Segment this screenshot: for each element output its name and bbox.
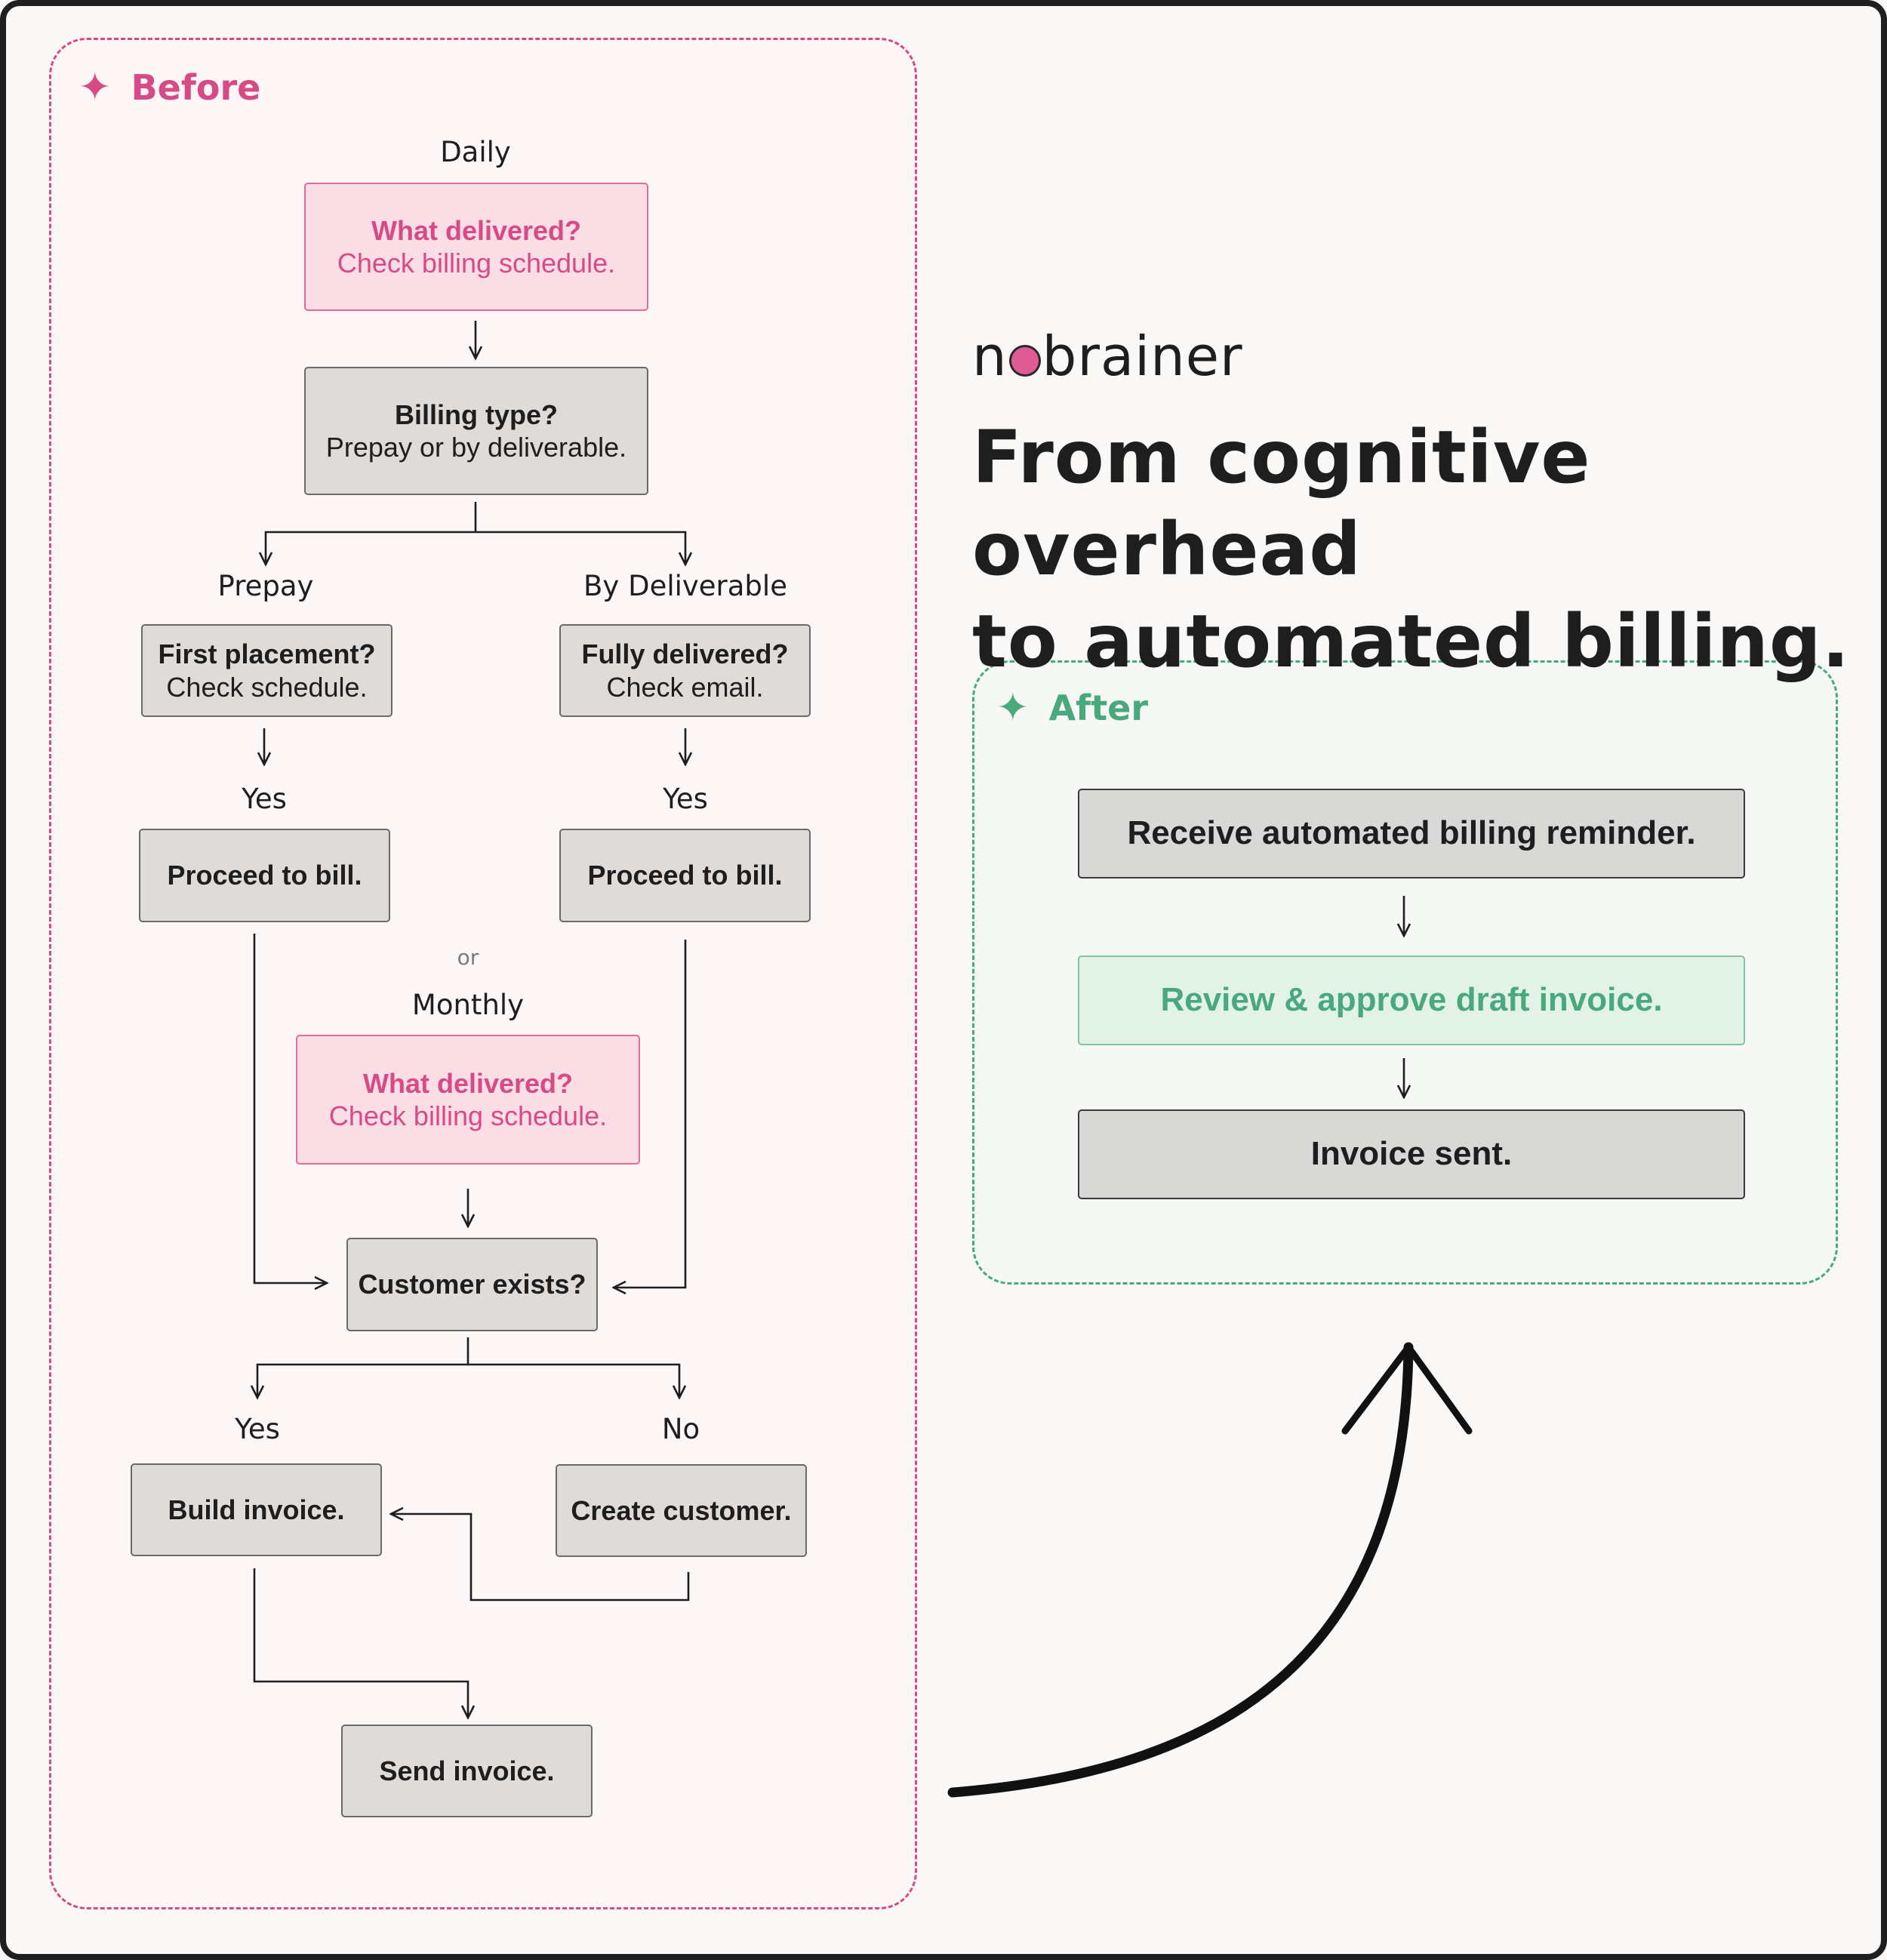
first-placement-box: First placement? Check schedule. — [141, 624, 392, 717]
daily-label: Daily — [440, 136, 511, 168]
yes-bottom-label: Yes — [235, 1413, 280, 1445]
sparkle-icon: ✦ — [78, 65, 112, 110]
or-label: or — [457, 945, 479, 970]
proceed-to-bill-right-box: Proceed to bill. — [559, 829, 811, 922]
before-title: ✦ Before — [78, 65, 261, 110]
prepay-label: Prepay — [217, 570, 314, 602]
yes-left-label: Yes — [242, 783, 287, 815]
proceed-to-bill-left-box: Proceed to bill. — [139, 829, 390, 922]
build-invoice-box: Build invoice. — [131, 1463, 382, 1556]
fully-delivered-box: Fully delivered? Check email. — [559, 624, 811, 717]
after-step-review-box: Review & approve draft invoice. — [1078, 955, 1745, 1045]
nobrainer-logo: n brainer — [972, 325, 1243, 388]
monthly-label: Monthly — [411, 989, 525, 1021]
what-delivered-monthly-box: What delivered? Check billing schedule. — [296, 1035, 640, 1165]
after-step-reminder-box: Receive automated billing reminder. — [1078, 789, 1745, 878]
create-customer-box: Create customer. — [556, 1464, 807, 1557]
customer-exists-box: Customer exists? — [346, 1238, 598, 1331]
billing-type-box: Billing type? Prepay or by deliverable. — [304, 367, 648, 495]
headline: From cognitive overhead to automated bil… — [972, 415, 1851, 684]
after-step-sent-box: Invoice sent. — [1078, 1109, 1745, 1199]
no-bottom-label: No — [661, 1413, 700, 1445]
after-title: ✦ After — [996, 685, 1149, 731]
yes-right-label: Yes — [663, 783, 708, 815]
brain-icon — [1008, 345, 1041, 377]
before-panel — [49, 38, 917, 1909]
by-deliverable-label: By Deliverable — [583, 570, 787, 602]
sparkle-icon: ✦ — [996, 685, 1030, 731]
send-invoice-box: Send invoice. — [341, 1725, 593, 1817]
what-delivered-daily-box: What delivered? Check billing schedule. — [304, 183, 648, 311]
